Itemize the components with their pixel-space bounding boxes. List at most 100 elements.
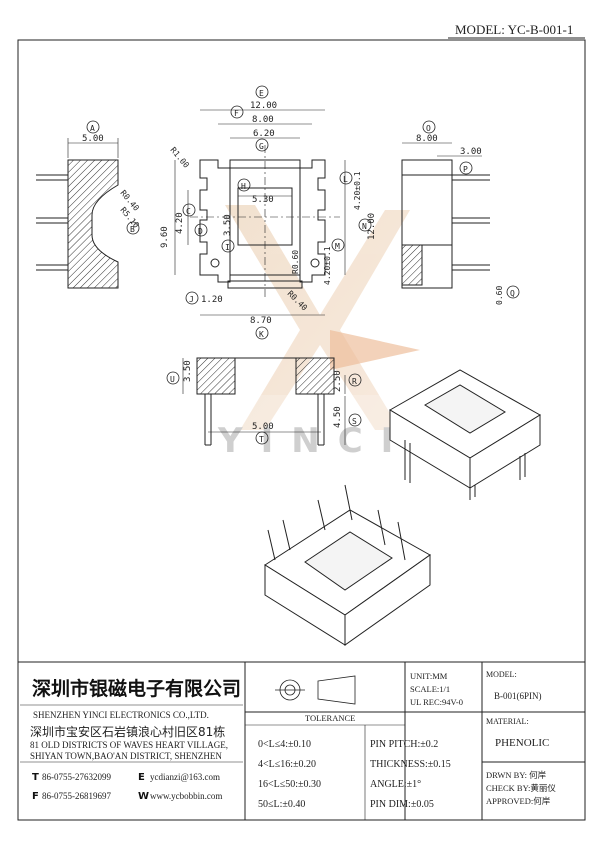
balloon-O [422,120,436,134]
balloon-A-letter: A [90,124,95,133]
approved-by: APPROVED:何岸 [486,796,551,806]
projection-symbol-icon [275,675,356,705]
dim-m420b: 4.20±0.1 [323,246,332,285]
isometric-view-top [389,369,541,500]
tolerance-row-1: 0<L≤4:±0.10 [258,739,311,750]
balloon-U-letter: U [170,375,175,384]
tolerance-row-2: 4<L≤16:±0.20 [258,759,316,770]
dim-H: 5.30 [252,195,274,205]
balloon-E [255,85,269,99]
drawing-border [17,39,586,821]
dim-R: 2.50 [333,370,343,392]
balloon-N [358,218,372,232]
dim-S: 4.50 [333,406,343,428]
email-label: E [138,772,145,783]
balloon-L-letter: L [343,175,348,184]
balloon-I [221,239,235,253]
dim-r060: R0.60 [291,250,300,274]
dim-J: 1.20 [201,295,223,305]
balloon-J [185,291,199,305]
tolerance-row-4: 50≤L:±0.40 [258,799,305,810]
unit-spec: UNIT:MM [410,671,448,681]
balloon-B-letter: B [130,225,135,234]
left-section-view [36,138,119,289]
tel-label: T [32,772,39,783]
dim-E: 12.00 [250,101,277,111]
scale-spec: SCALE:1/1 [410,684,450,694]
balloon-E-letter: E [259,89,264,98]
bottom-section-view [182,357,346,446]
email-value[interactable]: ycdianzi@163.com [150,772,220,782]
dim-G: 6.20 [253,129,275,139]
balloon-P [459,161,473,175]
dim-O: 8.00 [416,134,438,144]
checked-by: CHECK BY:黄丽仪 [486,783,556,793]
tolerance-pin-dim: PIN DIM:±0.05 [370,799,434,810]
watermark-text: YINCI [217,421,411,461]
balloon-U [166,371,180,385]
balloon-I-letter: I [225,243,230,252]
balloon-M-letter: M [335,242,340,251]
dim-T: 5.00 [252,422,274,432]
balloon-K [255,326,269,340]
balloon-A [86,120,100,134]
balloon-T [255,431,269,445]
balloon-R [348,373,362,387]
fax-value: 86-0755-26819697 [42,791,111,801]
company-address-cn: 深圳市宝安区石岩镇浪心村旧区81栋 [30,724,225,739]
balloon-Q [506,285,520,299]
dim-N: 12.00 [367,213,377,240]
balloon-D [194,223,208,237]
balloon-R-letter: R [352,377,357,386]
dim-A: 5.00 [82,134,104,144]
balloon-B [126,221,140,235]
balloon-D-letter: D [198,227,203,236]
company-name-en: SHENZHEN YINCI ELECTRONICS CO.,LTD. [33,710,209,720]
company-address-en-1: 81 OLD DISTRICTS OF WAVES HEART VILLAGE, [30,740,228,750]
balloon-F-letter: F [234,109,239,118]
balloon-N-letter: N [362,222,367,231]
material-value: PHENOLIC [495,737,549,749]
model-box-value: B-001(6PIN) [494,691,542,701]
dim-b420: 4.20 [175,212,185,234]
balloon-C-letter: C [186,207,191,216]
tolerance-angle: ANGLE:±1° [370,779,421,790]
dim-K: 8.70 [250,316,272,326]
balloon-G [255,138,269,152]
drawn-by: DRWN BY: 何岸 [486,770,547,780]
balloon-J-letter: J [189,295,194,304]
balloon-L [339,171,353,185]
dim-F: 8.00 [252,115,274,125]
web-value[interactable]: www.ycbobbin.com [150,791,222,801]
dim-m420a: 4.20±0.1 [353,171,362,210]
isometric-view-bottom [264,484,431,646]
yinci-watermark-logo [220,205,420,445]
balloon-F [230,105,244,119]
tolerance-row-3: 16<L≤50:±0.30 [258,779,321,790]
balloon-H [237,178,251,192]
dim-b960: 9.60 [160,226,170,248]
balloon-Q-letter: Q [510,289,515,298]
right-side-view [401,142,490,289]
balloon-M [331,238,345,252]
balloon-S [348,413,362,427]
company-address-en-2: SHIYAN TOWN,BAO'AN DISTRICT, SHENZHEN [30,751,222,761]
balloon-C [182,203,196,217]
balloon-S-letter: S [352,417,357,426]
tolerance-title: TOLERANCE [305,713,355,723]
dim-b350: 3.50 [223,214,233,236]
balloon-O-letter: O [426,124,431,133]
dim-U: 3.50 [183,360,193,382]
tolerance-thickness: THICKNESS:±0.15 [370,759,451,770]
balloon-T-letter: T [259,435,264,444]
dim-P: 3.00 [460,147,482,157]
material-label: MATERIAL: [486,717,529,726]
tel-value: 86-0755-27632099 [42,772,111,782]
dim-r1: R1.00 [168,146,190,170]
balloon-G-letter: G [259,142,264,151]
company-name-cn: 深圳市银磁电子有限公司 [32,677,241,700]
dim-Q: 0.60 [495,286,504,305]
fax-label: F [32,791,39,802]
tolerance-pin-pitch: PIN PITCH:±0.2 [370,739,438,750]
